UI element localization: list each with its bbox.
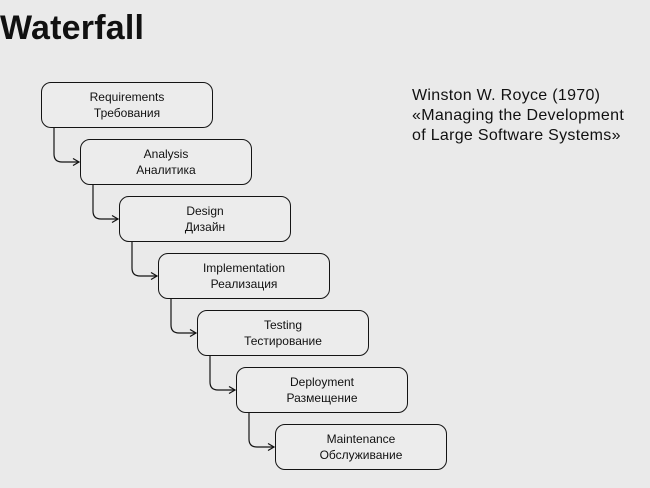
stage-maintenance: Maintenance Обслуживание: [275, 424, 447, 470]
stage-maintenance-label-ru: Обслуживание: [319, 448, 403, 462]
connector-arrow-5: [209, 356, 235, 390]
stage-requirements: Requirements Требования: [41, 82, 213, 128]
stage-testing-label-en: Testing: [263, 318, 303, 332]
page-title: Waterfall: [0, 9, 145, 47]
stage-deployment-label-en: Deployment: [289, 375, 355, 389]
stage-deployment: Deployment Размещение: [236, 367, 408, 413]
stage-implementation-label-ru: Реализация: [210, 277, 278, 291]
stage-requirements-label-en: Requirements: [89, 90, 165, 104]
citation-line-3: of Large Software Systems»: [412, 127, 621, 144]
connector-arrow-3: [131, 242, 157, 276]
stage-deployment-label-ru: Размещение: [286, 391, 358, 405]
citation-line-2: «Managing the Development: [412, 107, 625, 124]
stage-design: Design Дизайн: [119, 196, 291, 242]
connector-arrow-6: [248, 413, 274, 447]
stage-analysis: Analysis Аналитика: [80, 139, 252, 185]
stage-maintenance-label-en: Maintenance: [326, 432, 396, 446]
connector-arrow-4: [170, 299, 196, 333]
stage-requirements-label-ru: Требования: [93, 106, 161, 120]
connector-arrow-2: [92, 185, 118, 219]
connector-arrow-1: [53, 128, 79, 162]
stage-implementation-label-en: Implementation: [202, 261, 286, 275]
stage-analysis-label-en: Analysis: [143, 147, 189, 161]
stage-analysis-label-ru: Аналитика: [136, 163, 196, 177]
stage-testing: Testing Тестирование: [197, 310, 369, 356]
stage-implementation: Implementation Реализация: [158, 253, 330, 299]
stage-testing-label-ru: Тестирование: [244, 334, 322, 348]
citation-line-1: Winston W. Royce (1970): [412, 87, 601, 104]
stage-design-label-en: Design: [186, 204, 224, 218]
stage-design-label-ru: Дизайн: [184, 220, 226, 234]
citation: Winston W. Royce (1970) «Managing the De…: [412, 86, 624, 146]
